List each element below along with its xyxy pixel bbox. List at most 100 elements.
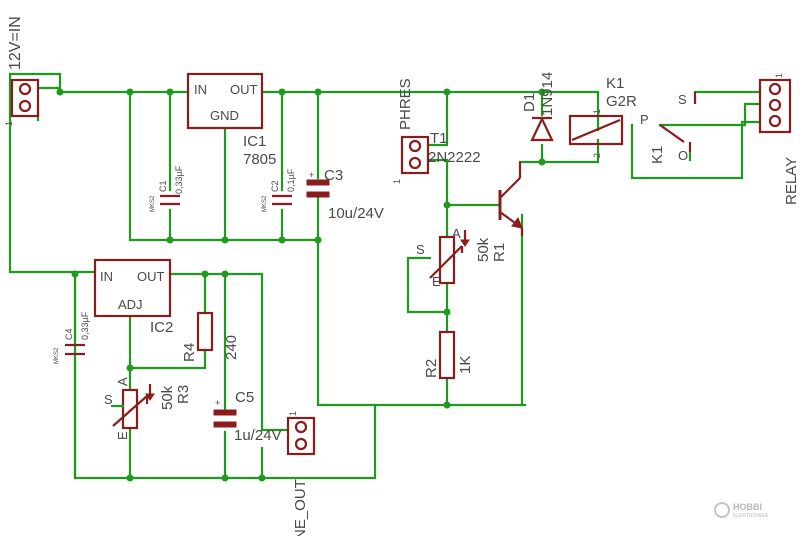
junction: [443, 88, 451, 96]
c1-value: 0,33µF: [174, 165, 184, 194]
c2-name: C2: [270, 180, 280, 192]
input-label: 12V=IN: [7, 16, 24, 70]
k1-switch-name: K1: [649, 146, 666, 164]
c5-name: C5: [235, 389, 254, 406]
relay-k1-coil: K1 G2R 1 2: [568, 75, 637, 158]
ic1-value: 7805: [243, 151, 276, 168]
r1-arrow-icon: [460, 239, 470, 247]
k1-coil-pin1: 1: [592, 109, 602, 114]
phres-pin1-label: 1: [392, 179, 402, 184]
capacitor-c2: C2 0,1µF MKS2: [262, 168, 296, 212]
junction: [166, 236, 174, 244]
input-pin1-label: 1: [4, 121, 14, 126]
watermark-title: HOBBI: [733, 502, 762, 512]
ic2-name: IC2: [150, 319, 173, 336]
r4-body: [196, 311, 214, 352]
wire-input-ic2: [8, 72, 97, 274]
k1-coil-pin2: 2: [592, 153, 602, 158]
potentiometer-r1: A E S 50k R1: [416, 226, 508, 289]
capacitor-c4: C4 0,33µF MKS2: [54, 311, 90, 364]
junction: [71, 270, 79, 278]
t1-emitter-arrow: [511, 216, 523, 229]
connector-pin: [408, 139, 422, 153]
connector-pin: [294, 437, 308, 451]
c2-value: 0,1µF: [286, 168, 296, 192]
t1-collector: [499, 177, 521, 199]
c3-plate-negative: [306, 191, 330, 198]
d1-value: 1N914: [539, 72, 556, 116]
k1-value: G2R: [606, 93, 637, 110]
junction: [126, 474, 134, 482]
wire-ic2-out: [168, 272, 264, 432]
resistor-r2: R2 1K: [423, 330, 474, 380]
c3-value: 10u/24V: [328, 205, 384, 222]
r1-pin-a: A: [452, 226, 461, 241]
r1-name: R1: [491, 243, 508, 262]
capacitor-c5: + C5 1u/24V: [213, 389, 282, 444]
connector-pin: [408, 156, 422, 170]
junction: [258, 474, 266, 482]
r2-name: R2: [423, 359, 440, 378]
connector-body: [286, 416, 316, 456]
junction: [538, 158, 546, 166]
ic2-pin-adj: ADJ: [118, 297, 143, 312]
capacitor-c3: + C3 10u/24V: [306, 167, 384, 222]
junctions: [56, 88, 546, 482]
r1-body: [438, 235, 456, 285]
r3-pin-s: S: [104, 392, 113, 407]
relay-label: RELAY: [783, 157, 800, 205]
r3-name: R3: [175, 385, 192, 404]
c4-type: MKS2: [54, 347, 60, 364]
relay-k1-switch: P S O K1: [640, 92, 697, 164]
wire-r4-adj: [128, 316, 207, 370]
connector-body: [10, 78, 40, 118]
k1-switch-blade: [659, 124, 685, 143]
relay-connector: RELAY 1: [758, 73, 800, 205]
junction: [278, 88, 286, 96]
wire-k1-p: [658, 102, 762, 127]
ic1-body: [186, 72, 264, 130]
ic2-regulator: IN OUT ADJ IC2: [93, 258, 173, 336]
junction: [443, 401, 451, 409]
wire-d1-coil: [540, 138, 600, 164]
watermark-icon: [714, 502, 730, 518]
watermark-subtitle: ELEKTRONIKA: [733, 513, 769, 519]
k1-pin-p: P: [640, 112, 649, 127]
wire-ic1-out-rail: [260, 90, 600, 132]
r2-value: 1K: [457, 356, 474, 374]
r3-body: [121, 388, 139, 430]
ne-out-pin1-label: 1: [288, 411, 298, 416]
r3-value: 50k: [159, 385, 176, 410]
r3-pin-a: A: [115, 377, 130, 386]
connector-pin: [768, 114, 782, 128]
c5-polarity: +: [215, 398, 220, 408]
r2-body: [438, 330, 456, 380]
ic1-regulator: IN OUT GND IC1 7805: [186, 72, 276, 168]
r3-pin-e: E: [115, 431, 130, 440]
d1-name: D1: [521, 93, 538, 112]
potentiometer-r3: A E S 50k R3: [104, 377, 192, 440]
k1-pin-s: S: [678, 92, 687, 107]
junction: [221, 236, 229, 244]
phres-label: PHRES: [397, 78, 414, 130]
ne-out-label: NE_OUT: [292, 479, 309, 536]
ic2-body: [93, 258, 172, 318]
c5-plate-negative: [213, 421, 237, 428]
junction: [443, 308, 451, 316]
ic1-pin-gnd: GND: [210, 108, 239, 123]
c3-polarity: +: [309, 170, 314, 180]
junction: [126, 364, 134, 372]
input-connector: 12V=IN 1: [4, 16, 40, 126]
ic1-name: IC1: [243, 133, 266, 150]
connector-body: [400, 135, 430, 175]
connector-pin: [18, 99, 32, 113]
wire-k1-s: [693, 86, 762, 94]
junction: [56, 88, 64, 96]
wire-r1-wiper: [406, 256, 449, 314]
c4-name: C4: [64, 328, 74, 340]
r3-trim-line: [112, 395, 148, 427]
r1-pin-s: S: [416, 242, 425, 257]
transistor-t1: [498, 162, 524, 236]
connector-pin: [294, 420, 308, 434]
